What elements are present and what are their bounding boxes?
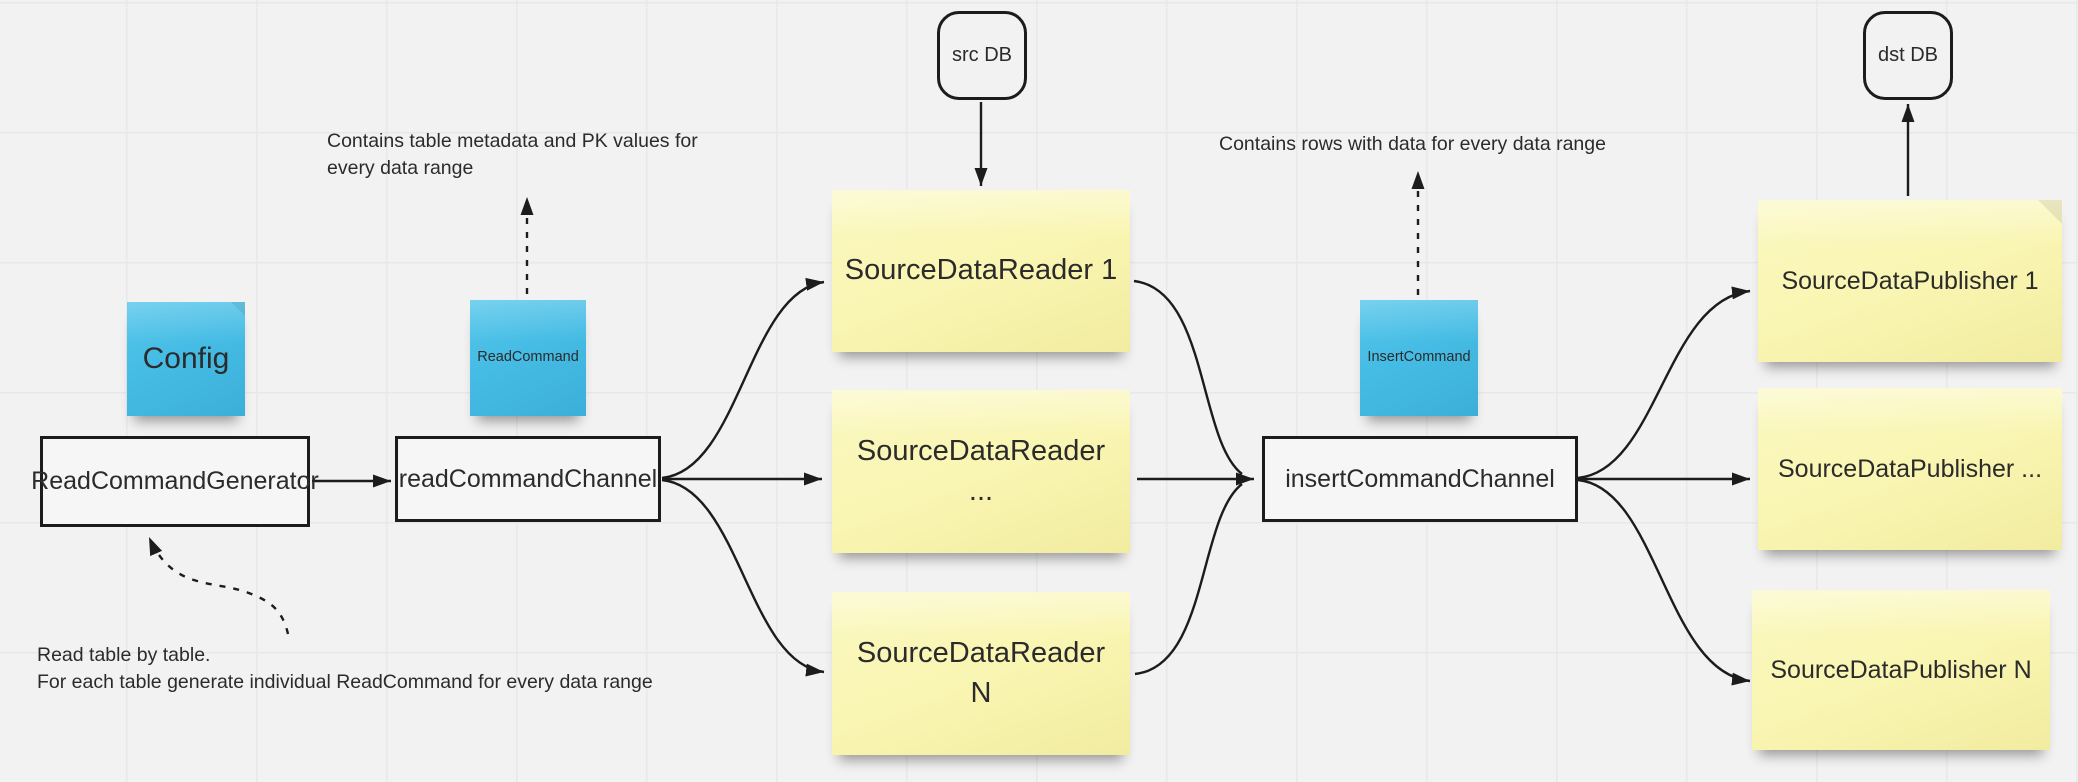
shape-insert-command-channel-label: insertCommandChannel [1285, 464, 1555, 493]
sticky-source-data-publisher-dots-label: SourceDataPublisher ... [1777, 455, 2043, 483]
connector-insertchannel-to-publisher-n[interactable] [1577, 478, 1751, 686]
sticky-source-data-reader-n[interactable]: SourceDataReader N [832, 592, 1130, 755]
connector-read-note-to-generator[interactable] [147, 536, 290, 635]
connector-reader-n-to-insertchannel[interactable] [1134, 483, 1243, 676]
sticky-read-command-label: ReadCommand [477, 349, 579, 366]
sticky-source-data-reader-dots[interactable]: SourceDataReader ... [832, 390, 1130, 553]
sticky-insert-command[interactable]: InsertCommand [1360, 300, 1478, 416]
shape-insert-command-channel[interactable]: insertCommandChannel [1262, 436, 1578, 522]
sticky-source-data-reader-1-label: SourceDataReader 1 [844, 254, 1118, 287]
sticky-source-data-reader-n-label: SourceDataReader N [856, 637, 1106, 709]
node-dst-db-label: dst DB [1877, 44, 1939, 66]
connector-readchannel-to-reader-n[interactable] [661, 478, 825, 677]
annotation-read-note[interactable]: Read table by table. For each table gene… [37, 644, 653, 693]
connector-insertchannel-to-publisher1[interactable] [1577, 286, 1751, 480]
sticky-insert-command-label: InsertCommand [1367, 349, 1471, 366]
connector-reader1-to-insertchannel[interactable] [1133, 279, 1243, 475]
sticky-source-data-publisher-n[interactable]: SourceDataPublisher N [1752, 590, 2050, 750]
node-src-db-label: src DB [952, 44, 1012, 66]
connector-readchannel-to-reader1[interactable] [661, 277, 825, 480]
sticky-source-data-publisher-1[interactable]: SourceDataPublisher 1 [1758, 200, 2062, 362]
sticky-source-data-publisher-dots[interactable]: SourceDataPublisher ... [1758, 388, 2062, 550]
sticky-source-data-publisher-n-label: SourceDataPublisher N [1770, 656, 2032, 684]
sticky-config[interactable]: Config [127, 302, 245, 416]
shape-read-command-channel[interactable]: readCommandChannel [395, 436, 661, 522]
sticky-source-data-publisher-1-label: SourceDataPublisher 1 [1781, 267, 2039, 295]
shape-read-command-generator-label: ReadCommandGenerator [31, 467, 319, 495]
node-dst-db[interactable]: dst DB [1863, 11, 1953, 100]
shape-read-command-generator[interactable]: ReadCommandGenerator [31, 436, 319, 527]
sticky-source-data-reader-1[interactable]: SourceDataReader 1 [832, 190, 1130, 352]
shape-read-command-channel-label: readCommandChannel [398, 464, 658, 493]
sticky-config-label: Config [142, 341, 230, 375]
sticky-source-data-reader-dots-label: SourceDataReader ... [856, 435, 1106, 507]
sticky-read-command[interactable]: ReadCommand [470, 300, 586, 416]
node-src-db[interactable]: src DB [937, 11, 1027, 100]
annotation-rows-note[interactable]: Contains rows with data for every data r… [1219, 133, 1606, 155]
annotation-metadata-note[interactable]: Contains table metadata and PK values fo… [327, 130, 698, 179]
